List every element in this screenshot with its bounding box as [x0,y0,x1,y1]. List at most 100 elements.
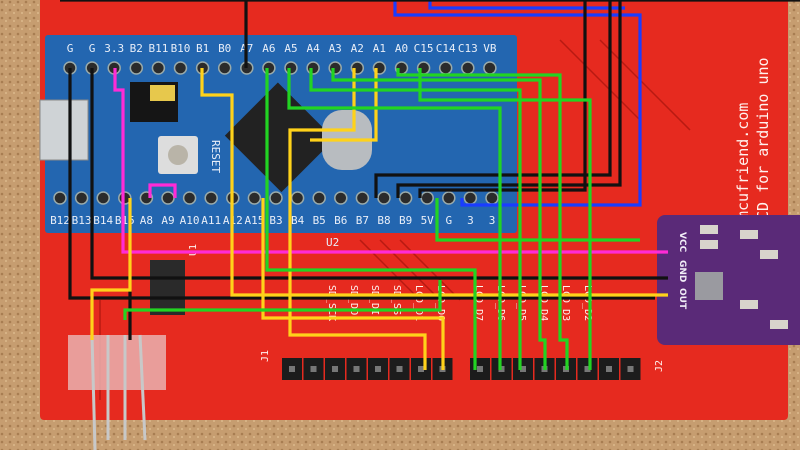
bottom-pin-label: B13 [72,214,92,227]
bottom-pin-hole [204,191,218,205]
jumper-wire [428,0,625,10]
top-pin-label: A2 [351,42,364,55]
led-tape [68,335,166,390]
bottom-pin-hole [312,191,326,205]
bottom-pin-hole [463,191,478,205]
header-silk-label: LCD_D7 [473,285,484,321]
top-pin-hole [173,61,188,75]
header-silk-label: LCD_D2 [582,285,593,321]
top-pin-label: A6 [262,42,275,55]
sensor-pin-gnd-label: GND [677,260,687,282]
top-pin-label: C14 [436,42,456,55]
header-pin-metal [418,366,424,372]
mcu-chip [224,82,335,193]
bottom-pin-label: A8 [140,214,153,227]
bottom-pin-hole [355,191,370,205]
sensor-pin-vcc-label: VCC [677,232,687,253]
bottom-pin-hole [485,191,499,205]
bottom-pin-hole [247,191,262,205]
header-pin-metal [520,366,526,372]
jumper-cap [150,85,175,101]
bottom-pin-hole [182,191,197,205]
header-pin-metal [310,366,317,372]
top-pin-hole [262,61,276,75]
top-pin-hole [217,61,232,75]
j2-label: J2 [654,360,665,372]
top-pin-label: VB [483,42,497,55]
top-pin-label: G [67,42,74,55]
top-pin-label: B1 [196,42,209,55]
shield-pin-header [282,358,641,380]
top-pin-hole [438,61,453,75]
header-pin-metal [606,366,612,372]
jumper-wire [200,68,668,297]
bottom-pin-label: A10 [180,214,200,227]
header-pin-metal [396,366,403,372]
bottom-pin-hole [269,191,283,205]
sensor-trimpot [695,272,723,300]
top-pin-hole [483,61,497,75]
bottom-pin-label: A15 [244,214,264,227]
top-pin-hole [151,61,166,75]
top-pin-label: A4 [306,42,320,55]
top-pin-label: A1 [373,42,386,55]
header-pin-metal [332,366,338,372]
bottom-pin-label: B7 [356,214,369,227]
shield-subtitle-text: CD for arduino uno [754,57,772,220]
reset-button-cap [168,145,188,165]
top-pin-label: A0 [395,42,408,55]
bottom-pin-hole [334,191,348,205]
header-pin-metal [477,366,483,372]
top-pin-label: B2 [130,42,143,55]
header-pin-metal [627,366,634,372]
bottom-pin-label: B3 [269,214,282,227]
jumper-wire [90,198,132,340]
bottom-pin-hole [96,191,110,205]
bottom-pin-label: 5V [421,214,435,227]
top-pin-label: C13 [458,42,478,55]
header-silk-label: LCD_D1 [413,285,424,321]
header-pin-metal [289,366,295,372]
bottom-pin-hole [398,191,413,205]
header-pin-metal [375,366,381,372]
jumper-wire [374,0,622,198]
top-pin-label: G [89,42,96,55]
bottom-pin-hole [420,191,434,205]
u1-label: U1 [188,244,199,256]
usb-connector [39,99,89,161]
bottom-pin-label: B12 [50,214,70,227]
bottom-pin-label: B5 [313,214,326,227]
chip-label: U2 [326,236,339,249]
bottom-pin-label: A11 [201,214,221,227]
bottom-pin-label: B14 [93,214,113,227]
top-pin-hole [284,61,298,75]
bottom-pin-label: B4 [291,214,305,227]
bottom-pin-hole [377,191,391,205]
bottom-pin-hole [290,191,305,205]
bottom-pin-hole [442,191,456,205]
top-pin-hole [306,61,320,75]
top-pin-hole [461,61,475,75]
header-silk-label: SD_SS [391,285,402,315]
top-pin-label: B10 [171,42,191,55]
bottom-pin-label: B8 [377,214,390,227]
bottom-pin-label: 3 [467,214,474,227]
bottom-pin-hole [74,191,89,205]
top-pin-label: 3.3 [104,42,124,55]
sensor-components [700,225,788,329]
bottom-pin-label: A9 [161,214,174,227]
jumper-wire [331,68,547,370]
sensor-pin-out-label: OUT [677,288,687,310]
top-pin-label: B0 [218,42,231,55]
small-ic-u [150,260,185,315]
jumper-wire [435,198,640,242]
header-silk-label: SD_DI [369,285,380,315]
bottom-pin-label: G [445,214,452,227]
jumper-wire [261,198,445,370]
jumper-wire [113,68,668,254]
jumper-wire [418,68,592,370]
header-silk-label: LCD_D4 [538,285,549,321]
sensor-module [657,215,800,345]
header-silk-label: SD_SCK [326,285,337,321]
